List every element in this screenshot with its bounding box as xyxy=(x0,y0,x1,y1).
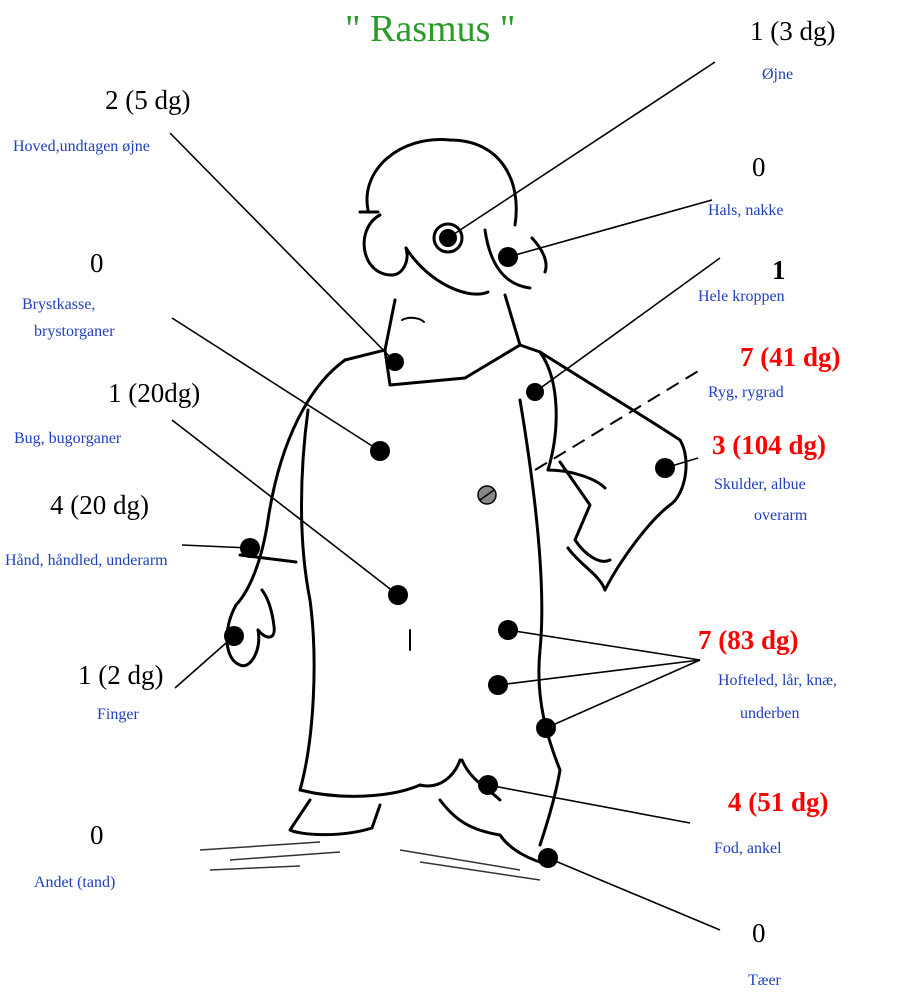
count-skulder: 3 (104 dg) xyxy=(712,430,826,461)
label-bryst-line2: brystorganer xyxy=(34,323,115,341)
count-haand: 4 (20 dg) xyxy=(50,490,149,521)
count-ryg: 7 (41 dg) xyxy=(740,342,841,373)
count-finger: 1 (2 dg) xyxy=(78,660,163,691)
label-andet: Andet (tand) xyxy=(34,874,115,892)
diagram-title: " Rasmus " xyxy=(345,8,515,52)
label-bug: Bug, bugorganer xyxy=(14,430,121,448)
label-taeer: Tæer xyxy=(748,972,781,990)
label-hele: Hele kroppen xyxy=(698,288,785,306)
count-fod: 4 (51 dg) xyxy=(728,787,829,818)
label-skulder-line1: Skulder, albue xyxy=(714,476,806,494)
label-skulder-line2: overarm xyxy=(754,507,807,525)
label-ojne: Øjne xyxy=(762,66,793,84)
label-hoved: Hoved,undtagen øjne xyxy=(13,138,150,156)
count-bug: 1 (20dg) xyxy=(108,378,200,409)
count-ojne: 1 (3 dg) xyxy=(750,16,835,47)
label-hofte-line2: underben xyxy=(740,705,800,723)
label-haand: Hånd, håndled, underarm xyxy=(5,552,168,570)
label-fod: Fod, ankel xyxy=(714,840,782,858)
count-taeer: 0 xyxy=(752,918,766,949)
count-hele: 1 xyxy=(772,255,786,286)
label-bryst-line1: Brystkasse, xyxy=(22,296,95,314)
label-hofte-line1: Hofteled, lår, knæ, xyxy=(718,672,837,690)
count-bryst: 0 xyxy=(90,248,104,279)
label-hals: Hals, nakke xyxy=(708,202,784,220)
label-ryg: Ryg, rygrad xyxy=(708,384,784,402)
count-hals: 0 xyxy=(752,152,766,183)
count-andet: 0 xyxy=(90,820,104,851)
label-finger: Finger xyxy=(97,706,139,724)
count-hofte: 7 (83 dg) xyxy=(698,625,799,656)
count-hoved: 2 (5 dg) xyxy=(105,85,190,116)
